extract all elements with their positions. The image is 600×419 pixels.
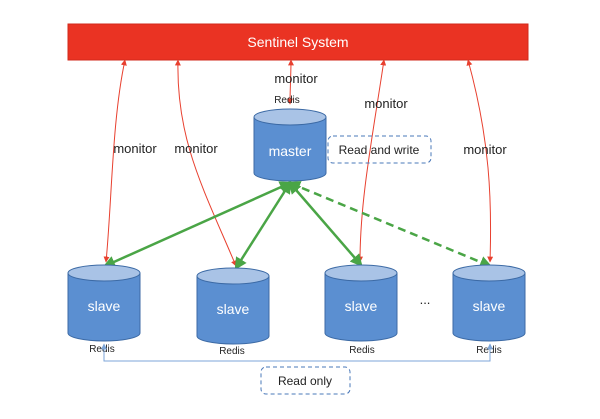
master-label: master bbox=[269, 143, 312, 159]
read-only-bracket bbox=[103, 345, 491, 362]
slave-1-cylinder-body bbox=[67, 273, 141, 342]
slave-1-label: slave bbox=[88, 298, 121, 314]
read-write-box: Read and write bbox=[327, 135, 432, 164]
monitor-label-1: monitor bbox=[113, 141, 157, 156]
slave-4-label: slave bbox=[473, 298, 506, 314]
slave-node-2: slave Redis bbox=[196, 267, 270, 357]
slave-2-label: slave bbox=[217, 301, 250, 317]
slave-2-redis-caption: Redis bbox=[219, 346, 245, 357]
sentinel-system: Sentinel System bbox=[67, 23, 529, 61]
read-only-label: Read only bbox=[278, 374, 332, 388]
replication-arrow-slave-2 bbox=[234, 180, 292, 271]
slave-3-cylinder-body bbox=[324, 273, 398, 342]
read-only-box: Read only bbox=[260, 366, 351, 395]
monitor-line-slave-2 bbox=[174, 59, 237, 267]
slave-4-cylinder-body bbox=[452, 273, 526, 342]
replication-arrows bbox=[102, 180, 493, 271]
sentinel-system-bar bbox=[67, 23, 529, 61]
slave-2-cylinder-body bbox=[196, 276, 270, 345]
monitor-line-master bbox=[287, 59, 294, 105]
monitor-line-slave-3 bbox=[357, 59, 387, 263]
read-write-label: Read and write bbox=[339, 143, 420, 157]
sentinel-system-label: Sentinel System bbox=[247, 34, 348, 50]
slave-1-redis-caption: Redis bbox=[89, 344, 115, 355]
slave-4-cylinder-top bbox=[452, 264, 526, 282]
read-write-frame bbox=[327, 135, 432, 164]
read-only-frame bbox=[260, 366, 351, 395]
slave-2-cylinder-top bbox=[196, 267, 270, 285]
monitor-label-3: monitor bbox=[274, 71, 318, 86]
slave-3-cylinder-top bbox=[324, 264, 398, 282]
master-cylinder-top bbox=[253, 108, 327, 126]
monitor-label-4: monitor bbox=[364, 96, 408, 111]
slave-4-redis-caption: Redis bbox=[476, 345, 502, 356]
monitor-line-slave-4 bbox=[466, 59, 494, 263]
slave-1-cylinder-top bbox=[67, 264, 141, 282]
monitor-label-2: monitor bbox=[174, 141, 218, 156]
slave-node-1: slave Redis bbox=[67, 264, 141, 355]
master-redis-caption: Redis bbox=[274, 95, 300, 106]
monitor-line-slave-1 bbox=[103, 59, 127, 263]
slave-node-3: slave Redis bbox=[324, 264, 398, 356]
replication-arrow-slave-4 bbox=[287, 181, 493, 268]
replication-arrow-slave-3 bbox=[288, 181, 363, 267]
slave-node-4: slave Redis bbox=[452, 264, 526, 356]
slave-3-redis-caption: Redis bbox=[349, 345, 375, 356]
monitor-label-5: monitor bbox=[463, 142, 507, 157]
read-only-connector bbox=[101, 343, 493, 362]
slave-3-label: slave bbox=[345, 298, 378, 314]
master-node: Redis master bbox=[253, 95, 327, 182]
monitor-labels: monitor monitor monitor monitor monitor bbox=[113, 71, 507, 157]
more-slaves-ellipsis: ... bbox=[420, 292, 431, 307]
